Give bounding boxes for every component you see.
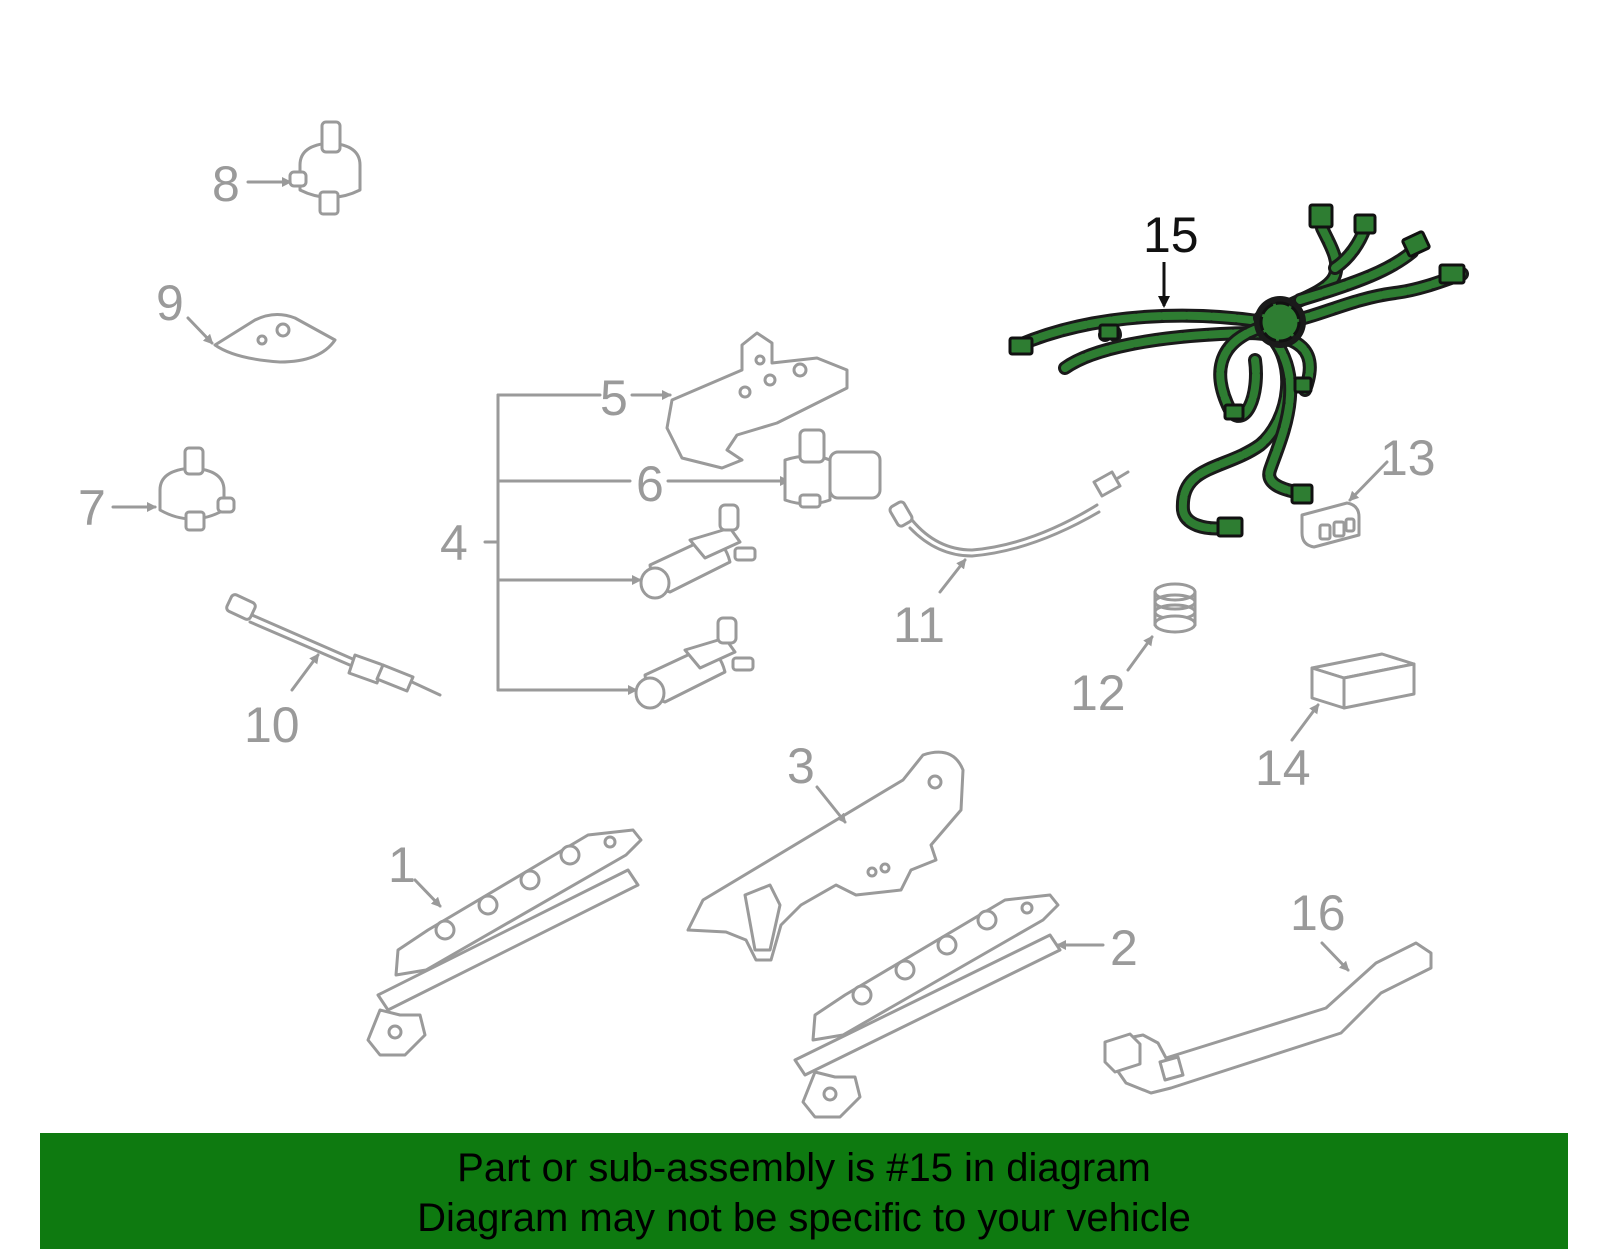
- leader-13: [1348, 460, 1389, 502]
- leader-1: [413, 878, 442, 908]
- group-4-bracket: [483, 393, 642, 695]
- info-banner: Part or sub-assembly is #15 in diagram D…: [40, 1133, 1568, 1249]
- part-14: [1310, 652, 1416, 710]
- part-13: [1300, 501, 1361, 549]
- part-6: [783, 428, 882, 509]
- part-1: [366, 828, 643, 1057]
- callout-2: 2: [1110, 920, 1138, 976]
- leader-16: [1320, 941, 1350, 972]
- part-2: [793, 893, 1062, 1119]
- part-10: [225, 593, 442, 697]
- leader-3: [815, 785, 847, 824]
- part-5: [665, 331, 849, 470]
- callout-3: 3: [787, 738, 815, 794]
- part-9: [213, 313, 337, 364]
- banner-line-2: Diagram may not be specific to your vehi…: [417, 1196, 1191, 1240]
- callout-16: 16: [1290, 885, 1346, 941]
- part-16: [1103, 941, 1433, 1095]
- callout-11: 11: [893, 597, 945, 653]
- leader-14: [1290, 703, 1320, 742]
- callout-9: 9: [156, 275, 184, 331]
- banner-line-1: Part or sub-assembly is #15 in diagram: [457, 1146, 1151, 1190]
- leader-12: [1126, 635, 1154, 672]
- leader-10: [290, 653, 320, 692]
- motor-a: [639, 503, 757, 600]
- callout-6: 6: [636, 456, 664, 512]
- callout-15: 15: [1143, 207, 1199, 263]
- callout-4: 4: [440, 515, 468, 571]
- callout-12: 12: [1070, 665, 1126, 721]
- leader-11: [938, 558, 967, 594]
- part-8: [288, 120, 362, 216]
- callout-7: 7: [78, 480, 106, 536]
- callout-14: 14: [1255, 740, 1311, 796]
- part-15-wiring-harness: [1008, 203, 1469, 538]
- motor-b: [634, 616, 755, 710]
- part-12: [1153, 582, 1197, 634]
- part-3: [686, 750, 965, 962]
- callout-5: 5: [600, 370, 628, 426]
- callout-8: 8: [212, 156, 240, 212]
- callout-10: 10: [244, 697, 300, 753]
- part-7: [158, 446, 236, 532]
- callout-1: 1: [388, 837, 416, 893]
- part-11: [888, 470, 1130, 558]
- leader-9: [186, 316, 214, 345]
- callout-13: 13: [1380, 430, 1436, 486]
